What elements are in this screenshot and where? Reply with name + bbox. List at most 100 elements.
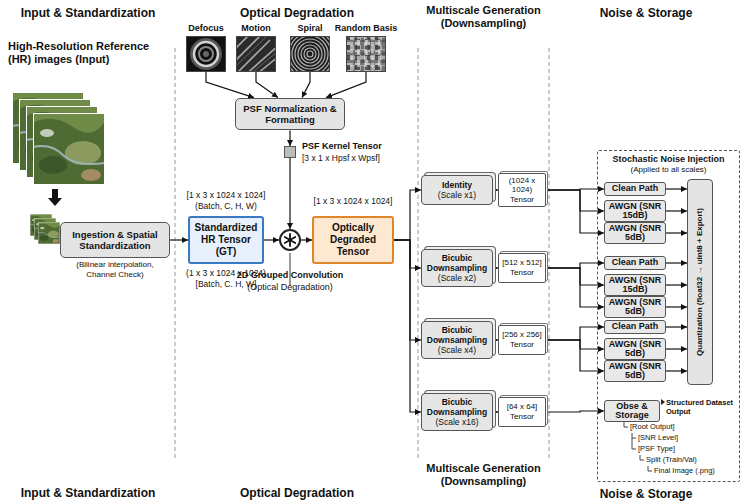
scale-box: Bicubic Downsampling(Scale x16) bbox=[421, 393, 493, 432]
flow-arrow bbox=[666, 210, 687, 211]
node-label: Ingestion & Spatial Standardization bbox=[65, 229, 165, 252]
node-label: (1024 x 1024) Tensor bbox=[501, 176, 543, 205]
flow-arrow bbox=[666, 326, 687, 327]
node-label: AWGN (SNR 15dB) bbox=[607, 202, 663, 221]
tensor-box: Standardized HR Tensor (GT) bbox=[188, 216, 264, 264]
node-caption: Spiral bbox=[297, 23, 322, 34]
dataset-item: [PSF Type] bbox=[638, 444, 675, 453]
node-label: Clean Path bbox=[612, 184, 659, 193]
flow-arrow bbox=[666, 262, 687, 263]
noise-box: AWGN (SNR 5dB) bbox=[604, 222, 666, 245]
node-label: Obse & Storage bbox=[607, 402, 657, 421]
flow-arrow bbox=[264, 239, 279, 240]
flow-arrow bbox=[394, 190, 421, 240]
node-label: [512 x 512] Tensor bbox=[501, 258, 543, 277]
psf-icon: Defocus bbox=[186, 36, 226, 72]
column-header: Input & Standardization bbox=[3, 6, 173, 20]
column-footer: Noise & Storage bbox=[551, 487, 741, 501]
satellite-thumb bbox=[38, 222, 60, 244]
flow-arrow bbox=[666, 232, 687, 233]
dataset-heading: Structured Dataset Output bbox=[666, 398, 738, 416]
node-label: (Scale x16) bbox=[436, 417, 479, 427]
node-label: Bicubic Downsampling bbox=[425, 253, 489, 273]
noise-box: Clean Path bbox=[604, 320, 666, 334]
node-label: Clean Path bbox=[612, 258, 659, 267]
psf-motion-image bbox=[236, 36, 276, 72]
dataset-item: [Root Output] bbox=[630, 422, 675, 431]
node-label: AWGN (SNR 15dB) bbox=[607, 276, 663, 295]
node-label: Standardized HR Tensor (GT) bbox=[194, 222, 258, 258]
separator bbox=[549, 48, 550, 458]
node-label: PSF Normalization & Formatting bbox=[240, 103, 340, 126]
noise-box: AWGN (SNR 15dB) bbox=[604, 200, 666, 223]
tensor-box: Optically Degraded Tensor bbox=[312, 216, 394, 264]
tensor-box: [512 x 512] Tensor bbox=[498, 253, 546, 283]
process-box: PSF Normalization & Formatting bbox=[235, 98, 345, 131]
flow-arrow bbox=[206, 72, 254, 98]
psf-icon: Motion bbox=[236, 36, 276, 72]
separator bbox=[418, 48, 419, 458]
flow-arrow bbox=[302, 72, 310, 98]
kernel-square: PSF Kernel Tensor[3 x 1 x Hpsf x Wpsf] bbox=[284, 146, 296, 158]
node-label: Quantization (float32 → uint8 + Export) bbox=[695, 182, 705, 382]
node-label: Stochastic Noise Injection bbox=[598, 154, 739, 165]
node-label: (Applied to all scales) bbox=[598, 165, 739, 175]
flow-arrow bbox=[301, 239, 312, 240]
storage-box: Obse & Storage bbox=[604, 400, 660, 423]
tensor-box: [256 x 256] Tensor bbox=[498, 325, 546, 355]
psf-random-image bbox=[346, 36, 386, 72]
noise-box: AWGN (SNR 5dB) bbox=[604, 338, 666, 361]
tensor-shape: [Batch, C. H, W] bbox=[178, 279, 274, 289]
node-label: [64 x 64] Tensor bbox=[501, 402, 543, 421]
quantization-box: Quantization (float32 → uint8 + Export) bbox=[687, 179, 713, 385]
node-label: AWGN (SNR 5dB) bbox=[607, 340, 663, 359]
node-label: (Scale x2) bbox=[438, 273, 476, 283]
separator bbox=[175, 48, 176, 458]
node-label: Clean Path bbox=[612, 322, 659, 331]
node-label: [256 x 256] Tensor bbox=[501, 330, 543, 349]
column-separators bbox=[175, 48, 549, 458]
flow-arrow bbox=[394, 240, 421, 268]
node-label: Optically Degraded Tensor bbox=[318, 222, 388, 258]
psf-icon: Random Basis bbox=[346, 36, 386, 72]
psf-spiral-image bbox=[290, 36, 330, 72]
flow-arrow bbox=[289, 158, 290, 229]
flow-arrow bbox=[546, 340, 604, 349]
dataset-item: [SNR Level] bbox=[638, 433, 678, 442]
column-footer: Input & Standardization bbox=[3, 486, 173, 500]
flow-arrow bbox=[546, 263, 604, 268]
column-header: Noise & Storage bbox=[551, 6, 741, 20]
flow-arrow bbox=[326, 72, 366, 98]
down-arrow bbox=[48, 189, 62, 206]
node-label: AWGN (SNR 5dB) bbox=[607, 362, 663, 381]
node-label: Bicubic Downsampling bbox=[425, 325, 489, 345]
noise-box: Clean Path bbox=[604, 182, 666, 196]
flow-arrow bbox=[666, 348, 687, 349]
node-label: Identity bbox=[442, 180, 472, 190]
tensor-shape: [1 x 3 x 1024 x 1024] bbox=[305, 196, 401, 206]
flow-arrow bbox=[546, 190, 604, 233]
psf-icon: Spiral bbox=[290, 36, 330, 72]
tensor-shape: (1 x 3 x 1024 x 1024) bbox=[178, 268, 274, 278]
input-heading: High-Resolution Reference (HR) images (I… bbox=[8, 40, 170, 66]
node-caption: Random Basis bbox=[335, 23, 398, 34]
flow-arrow bbox=[666, 370, 687, 371]
convolution-circle: 2D Grouped Convolution(Optical Degradati… bbox=[279, 229, 301, 251]
leader-line bbox=[290, 253, 291, 286]
flow-arrow bbox=[546, 327, 604, 340]
flow-arrow bbox=[666, 306, 687, 307]
tensor-shape: [1 x 3 x 1024 x 1024] bbox=[178, 190, 274, 200]
noise-panel: Stochastic Noise Injection(Applied to al… bbox=[597, 150, 740, 482]
noise-box: AWGN (SNR 5dB) bbox=[604, 360, 666, 383]
flow-arrow bbox=[546, 268, 604, 307]
flow-arrow bbox=[546, 190, 604, 211]
dataset-item: Final Image (.png) bbox=[654, 466, 715, 475]
column-header: Multiscale Generation (Downsampling) bbox=[420, 4, 547, 30]
column-footer: Multiscale Generation (Downsampling) bbox=[420, 462, 547, 488]
node-label: AWGN (SNR 5dB) bbox=[607, 224, 663, 243]
flow-arrow bbox=[666, 284, 687, 285]
flow-arrow bbox=[394, 240, 421, 412]
noise-box: AWGN (SNR 15dB) bbox=[604, 274, 666, 297]
